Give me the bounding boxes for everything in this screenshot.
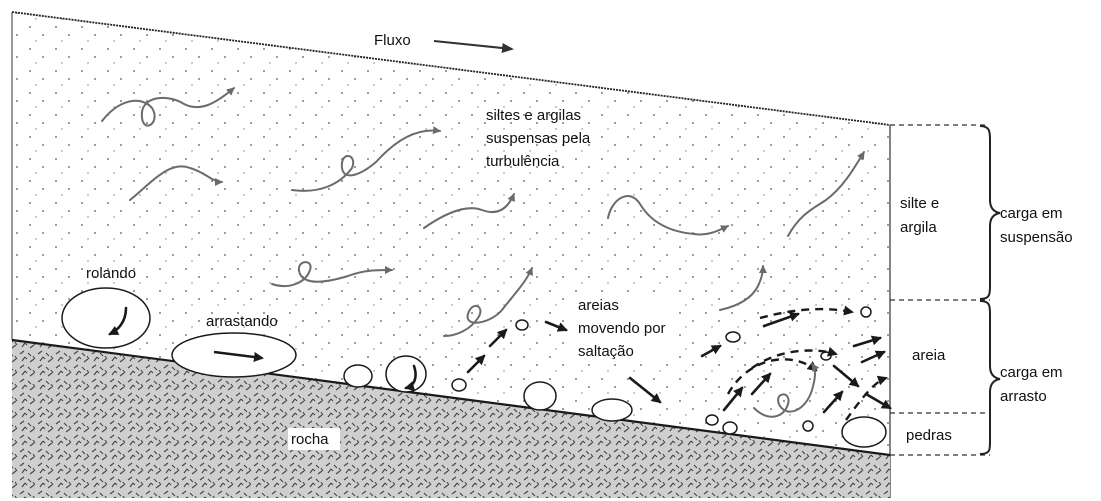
bedload-brace: [980, 301, 1000, 454]
stones-label: pedras: [906, 427, 952, 444]
suspended-fines-line-1: siltes e argilas: [486, 107, 581, 124]
suspension-brace: [980, 126, 1000, 299]
pebble: [803, 421, 813, 431]
rolling-label: rolando: [86, 265, 136, 282]
pebble: [723, 422, 737, 434]
bedrock-label: rocha: [291, 431, 329, 448]
suspended-load-line-2: suspensão: [1000, 229, 1073, 246]
pebble: [842, 417, 886, 447]
suspended-load-line-1: carga em: [1000, 205, 1063, 222]
pebble: [452, 379, 466, 391]
saltation-line-3: saltação: [578, 343, 634, 360]
pebble: [861, 307, 871, 317]
saltation-line-2: movendo por: [578, 320, 666, 337]
flow-arrow: [434, 41, 512, 49]
rolling-boulder: [62, 288, 150, 348]
pebble: [726, 332, 740, 342]
sand-label: areia: [912, 347, 946, 364]
dragging-label: arrastando: [206, 313, 278, 330]
pebble: [706, 415, 718, 425]
saltation-label: areias movendo por saltação: [572, 294, 668, 364]
suspended-fines-line-2: suspensas pela: [486, 130, 591, 147]
pebble: [516, 320, 528, 330]
bed-load-line-2: arrasto: [1000, 388, 1047, 405]
pebble: [821, 352, 831, 360]
flow-label: Fluxo: [374, 32, 411, 49]
silt-clay-line-2: argila: [900, 219, 937, 236]
rolling-pebble: [386, 356, 426, 392]
suspended-fines-line-3: turbulência: [486, 153, 560, 170]
pebble: [592, 399, 632, 421]
pebble: [344, 365, 372, 387]
saltation-line-1: areias: [578, 297, 619, 314]
bed-load-line-1: carga em: [1000, 364, 1063, 381]
silt-clay-line-1: silte e: [900, 195, 939, 212]
pebble: [524, 382, 556, 410]
